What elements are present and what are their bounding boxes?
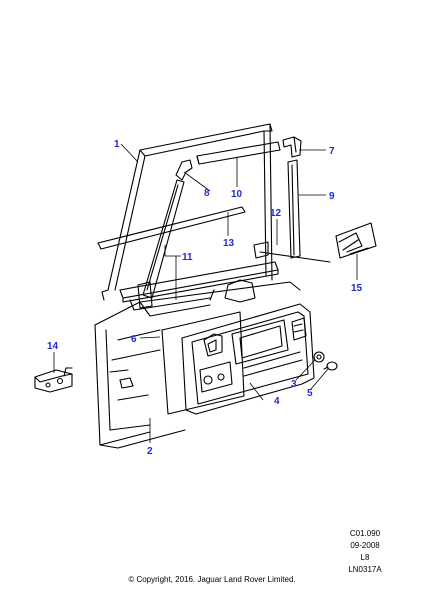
- callout-12: 12: [270, 208, 282, 219]
- callout-3: 3: [291, 379, 297, 390]
- run-channel: [119, 179, 279, 309]
- callout-10: 10: [231, 189, 243, 200]
- washer: [313, 351, 325, 363]
- callout-7: 7: [329, 146, 335, 157]
- drawing-date: 09-2008: [350, 541, 380, 550]
- copyright-notice: © Copyright, 2016. Jaguar Land Rover Lim…: [128, 575, 296, 584]
- hinge-bracket: [34, 367, 73, 393]
- corner-clip: [282, 136, 302, 158]
- drawing-ref: LN0317A: [348, 565, 382, 574]
- callout-2: 2: [147, 446, 153, 457]
- vertical-seal: [287, 159, 301, 259]
- callout-5: 5: [307, 388, 313, 399]
- callout-1: 1: [114, 139, 120, 150]
- liner-sheet: [161, 311, 245, 415]
- callout-8: 8: [204, 188, 210, 199]
- corner-seal: [175, 159, 193, 181]
- drawing-variant: L8: [360, 553, 370, 562]
- seal-strip: [253, 241, 331, 263]
- callout-14: 14: [47, 341, 59, 352]
- sheet-panel: [335, 222, 377, 259]
- door-window-frame: [94, 123, 301, 449]
- screw: [323, 361, 338, 371]
- callout-9: 9: [329, 191, 335, 202]
- callout-6: 6: [131, 334, 137, 345]
- waist-seal: [97, 206, 246, 250]
- callout-15: 15: [351, 283, 363, 294]
- callout-11: 11: [182, 252, 193, 263]
- callout-4: 4: [274, 396, 280, 407]
- callout-13: 13: [223, 238, 235, 249]
- top-channel: [196, 141, 281, 165]
- drawing-code: C01.090: [349, 529, 381, 538]
- door-trim-panel: [181, 303, 315, 415]
